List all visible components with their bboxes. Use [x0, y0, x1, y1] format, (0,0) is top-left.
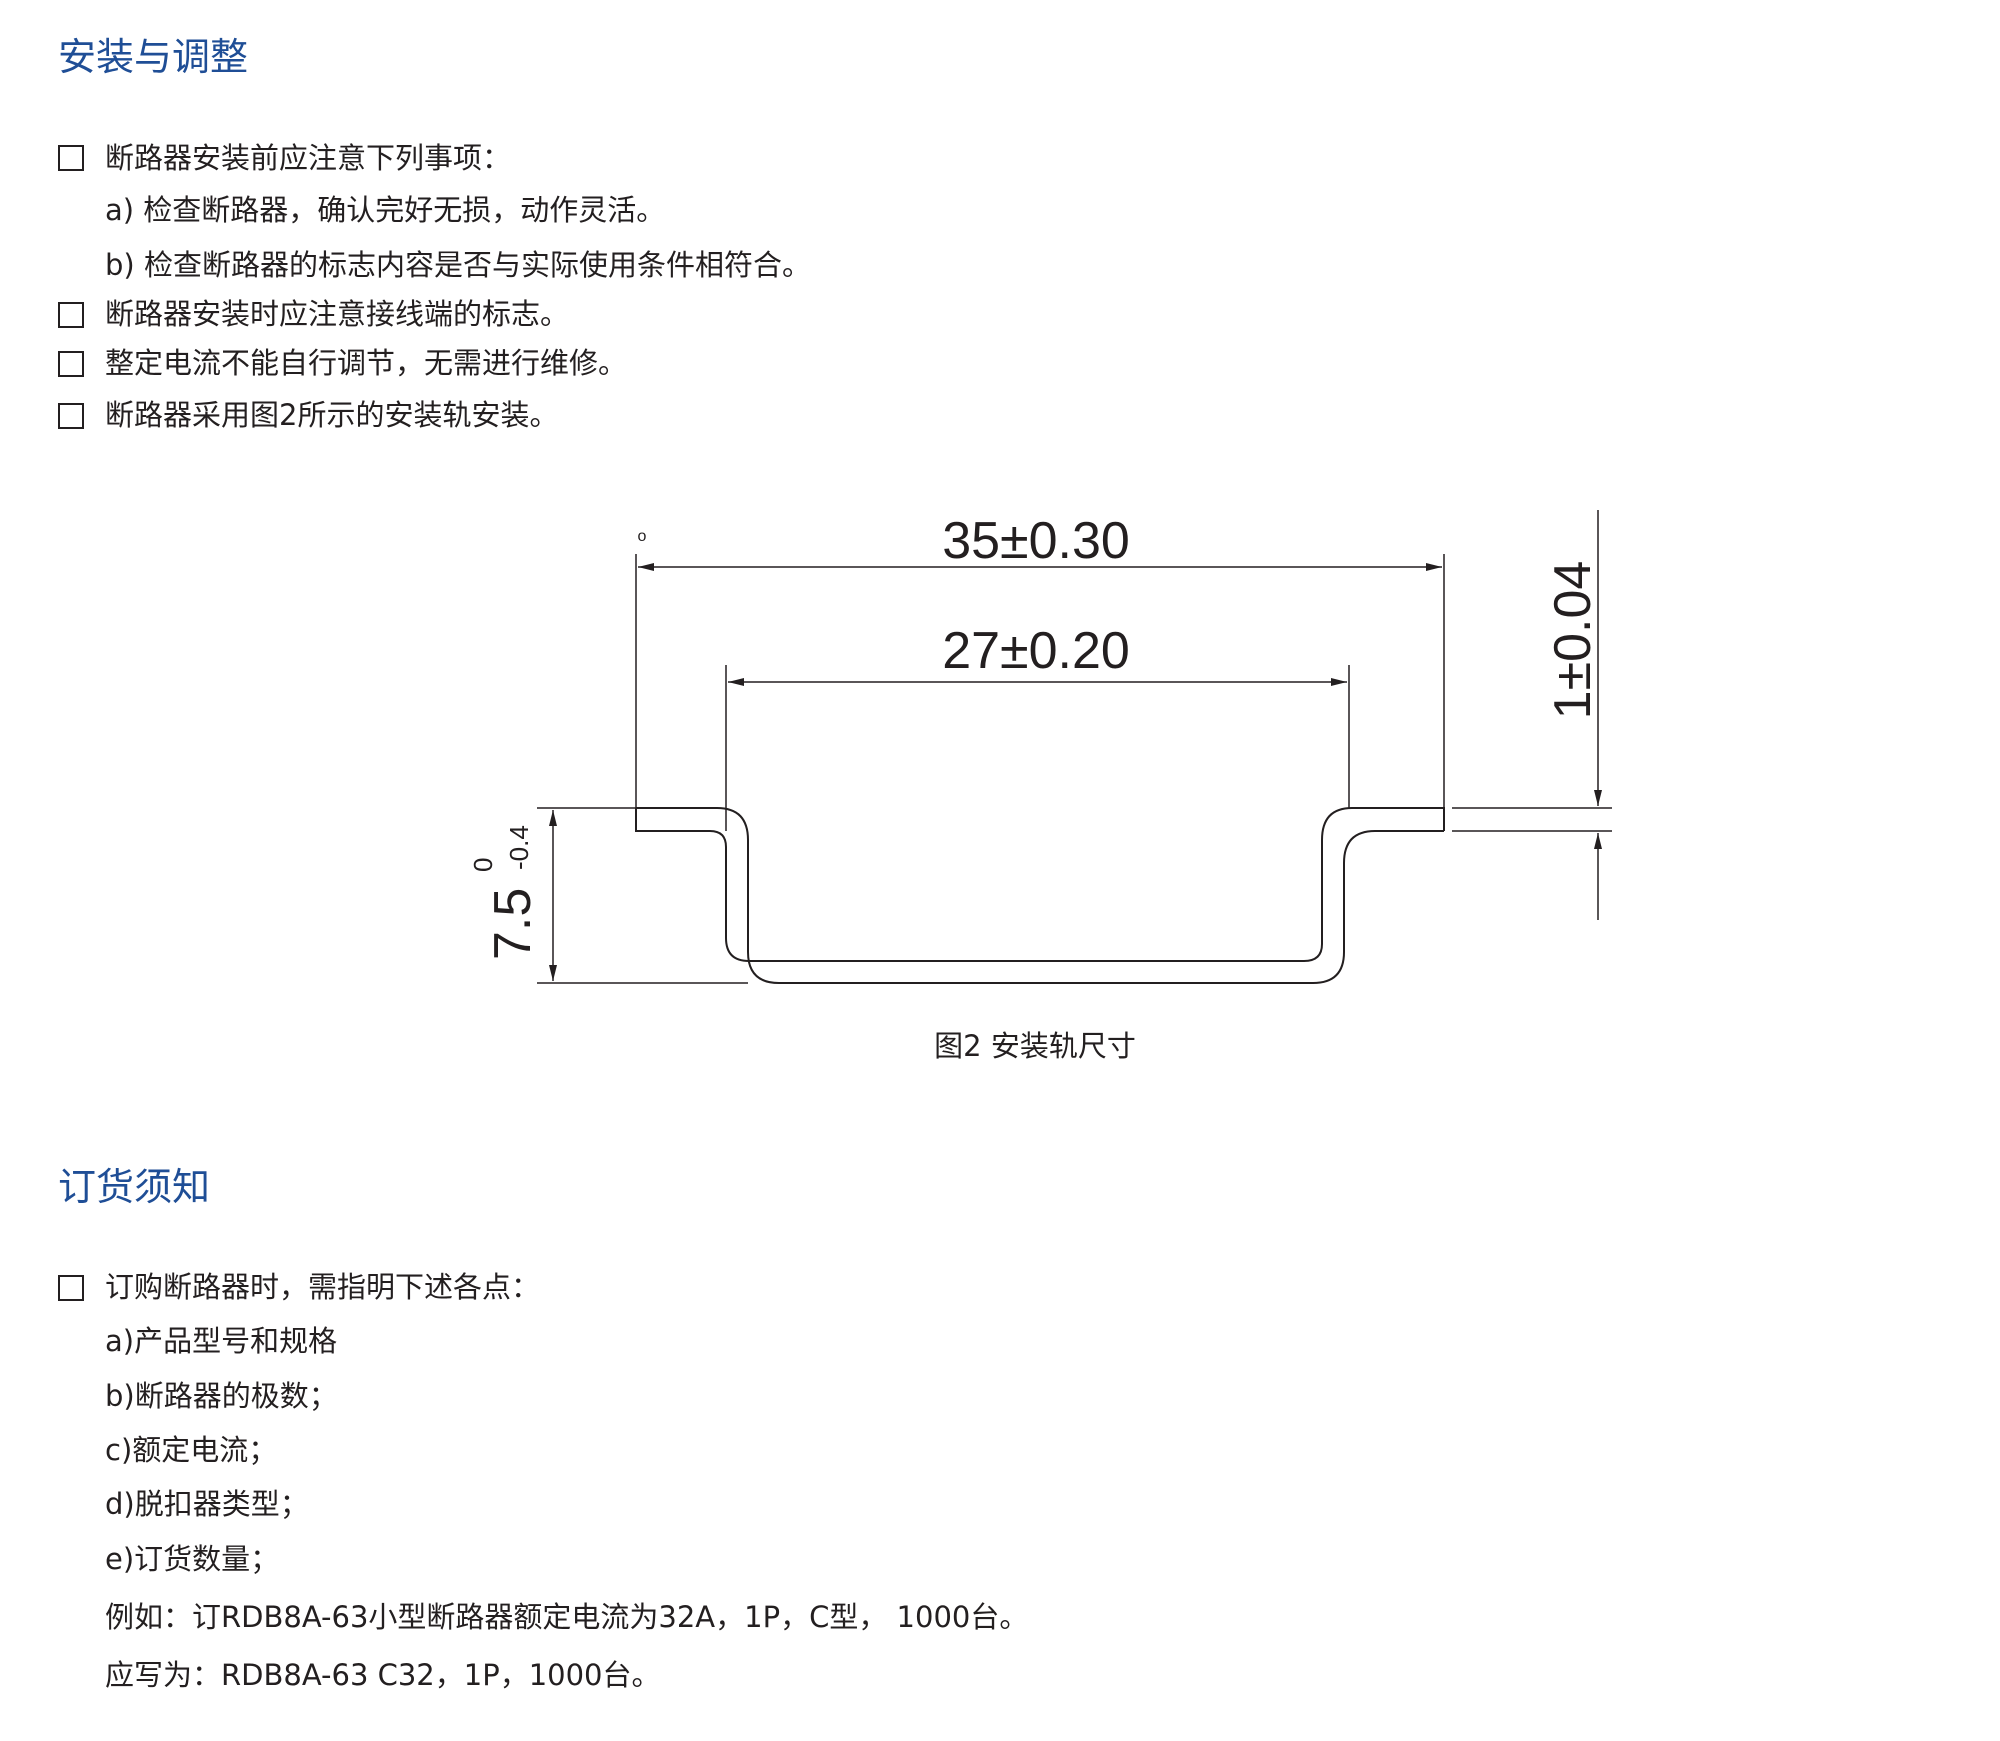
checkbox-icon	[58, 302, 84, 328]
section-title-ordering: 订货须知	[58, 1165, 211, 1209]
corner-mark-label: o	[638, 528, 647, 545]
order-subitem-d: d)脱扣器类型；	[105, 1487, 309, 1521]
figure-caption: 图2 安装轨尺寸	[934, 1029, 1136, 1063]
dim-outer-width-label: 35±0.30	[942, 512, 1130, 570]
checkbox-icon	[58, 145, 84, 171]
install-item-precautions: 断路器安装前应注意下列事项：	[105, 141, 512, 175]
checkbox-icon	[58, 351, 84, 377]
dim-height-upper-tol: 0	[468, 858, 498, 872]
install-subitem-b: b) 检查断路器的标志内容是否与实际使用条件相符合。	[105, 248, 811, 282]
install-item-terminal-marking: 断路器安装时应注意接线端的标志。	[105, 297, 570, 331]
section-title-installation: 安装与调整	[58, 35, 249, 79]
order-example-notation: 应写为：RDB8A-63 C32，1P，1000台。	[105, 1658, 661, 1692]
order-subitem-e: e)订货数量；	[105, 1542, 280, 1576]
rail-profile-inner	[635, 807, 1445, 962]
dim-thickness-label: 1±0.04	[1544, 561, 1602, 720]
rail-profile-outer	[636, 807, 1444, 984]
order-subitem-c: c)额定电流；	[105, 1433, 278, 1467]
checkbox-icon	[58, 1275, 84, 1301]
order-example: 例如：订RDB8A-63小型断路器额定电流为32A，1P，C型， 1000台。	[105, 1600, 1029, 1634]
dim-height-main-label: 7.5	[484, 888, 542, 960]
install-subitem-a: a) 检查断路器，确认完好无损，动作灵活。	[105, 193, 666, 227]
install-item-current-setting: 整定电流不能自行调节，无需进行维修。	[105, 346, 628, 380]
dim-height-lower-tol: -0.4	[504, 825, 534, 870]
order-subitem-b: b)断路器的极数；	[105, 1379, 338, 1413]
order-subitem-a: a)产品型号和规格	[105, 1324, 338, 1358]
order-item-specify: 订购断路器时，需指明下述各点：	[105, 1270, 541, 1304]
checkbox-icon	[58, 403, 84, 429]
dim-inner-width-label: 27±0.20	[942, 622, 1130, 680]
install-item-rail-mounting: 断路器采用图2所示的安装轨安装。	[105, 398, 559, 432]
